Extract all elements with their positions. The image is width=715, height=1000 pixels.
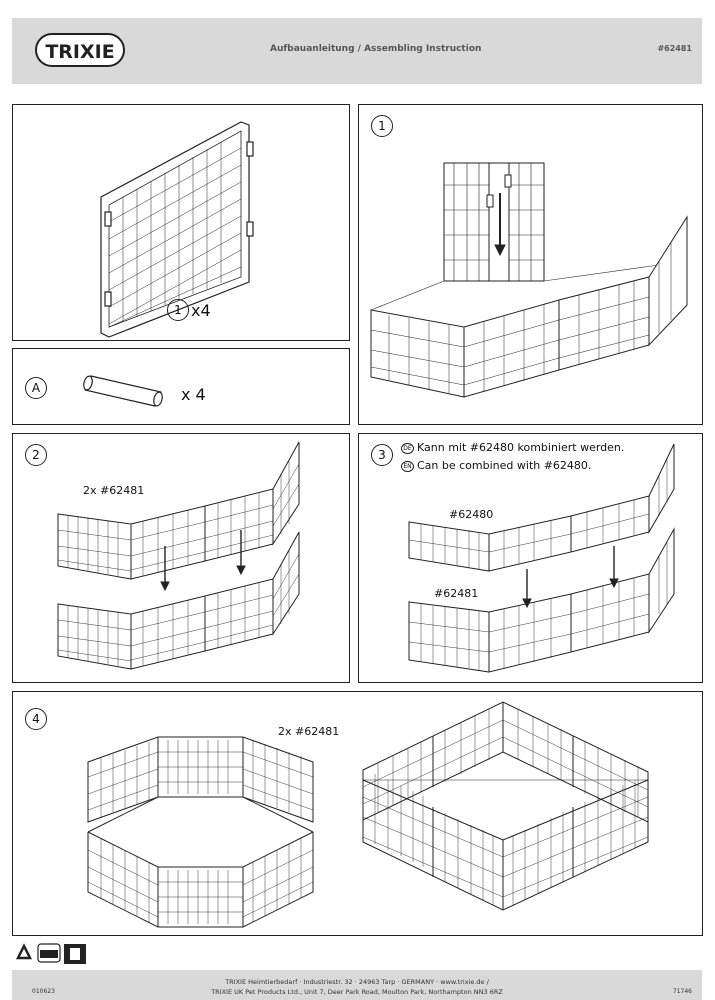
flag-de-icon: DE [401,442,414,454]
step-2-illustration [57,441,300,670]
step-3-top-label: #62480 [449,508,494,521]
connector-pin-icon [83,375,163,407]
trixie-logo: TRIXIE [35,33,125,67]
step-2-panel: 2 2x #62481 [12,433,350,683]
step-2-badge: 2 [25,444,47,466]
flag-en-icon: EN [401,460,414,472]
step-1-illustration [370,162,688,398]
step-4-badge: 4 [25,708,47,730]
footer-address-de: TRIXIE Heimtierbedarf · Industriestr. 32… [225,978,489,986]
parts-panel: 1 x4 [12,104,350,341]
part-quantity: x4 [191,301,211,320]
product-number: #62481 [657,44,692,53]
recycling-icon [15,943,33,960]
step-3-note-en-text: Can be combined with #62480. [417,459,592,472]
fsc-icon [37,943,61,963]
header-bar: TRIXIE Aufbauanleitung / Assembling Inst… [12,18,702,84]
svg-text:TRIXIE: TRIXIE [45,41,114,63]
step-3-illustration [408,443,675,673]
trash-bin-icon [64,944,86,964]
step-3-badge: 3 [371,444,393,466]
step-4-illustration [87,701,649,928]
footer-code-right: 71746 [672,988,692,995]
pin-quantity: x 4 [181,385,206,404]
footer-code-left: 010623 [32,988,55,995]
part-letter-badge: A [25,377,47,399]
step-4-panel: 4 2x #62481 [12,691,703,936]
part-number-badge: 1 [167,299,189,321]
footer-bar: TRIXIE Heimtierbedarf · Industriestr. 32… [12,970,702,1000]
step-1-badge: 1 [371,115,393,137]
recycling-icons [15,943,86,964]
document-title: Aufbauanleitung / Assembling Instruction [270,44,482,54]
footer-address-uk: TRIXIE UK Pet Products Ltd., Unit 7, Dee… [211,988,503,996]
step-2-quantity-label: 2x #62481 [83,484,145,497]
step-1-panel: 1 [358,104,703,425]
step-4-quantity-label: 2x #62481 [278,725,340,738]
pins-panel: A x 4 [12,348,350,425]
step-3-note-de-text: Kann mit #62480 kombiniert werden. [417,441,625,454]
step-3-bottom-label: #62481 [434,587,479,600]
fence-panel-illustration [100,121,254,338]
